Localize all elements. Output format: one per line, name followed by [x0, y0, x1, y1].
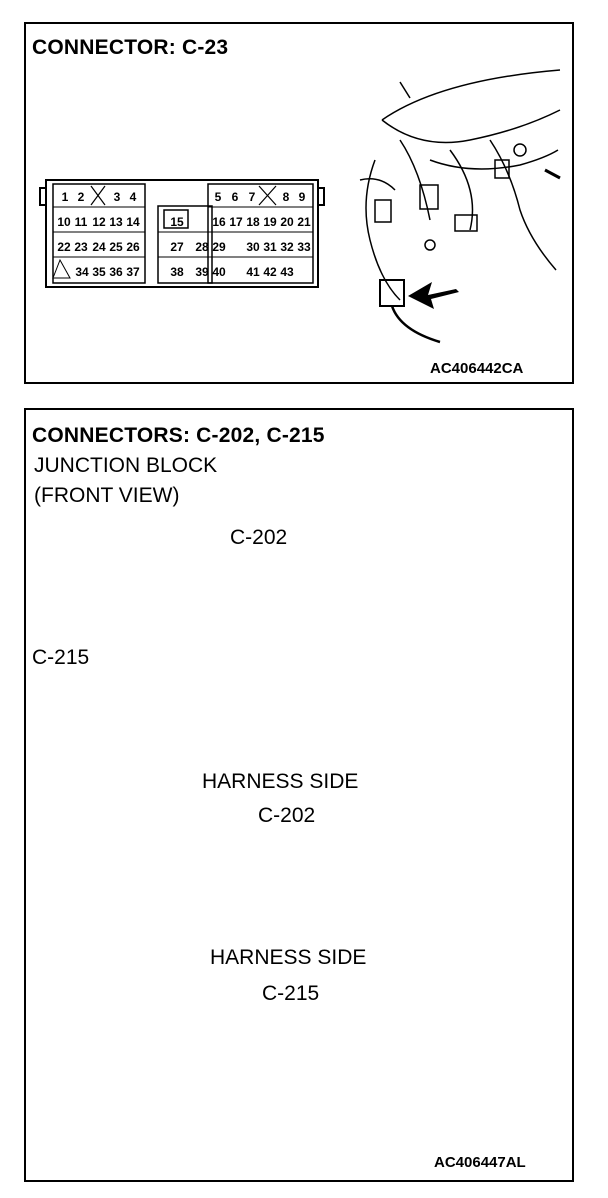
c23-pin-label: 36: [109, 265, 123, 279]
c23-pin-label: 11: [75, 215, 88, 229]
c23-pin-label: 15: [170, 215, 184, 229]
c23-pin-label: 28: [195, 240, 209, 254]
c23-pin-label: 25: [109, 240, 123, 254]
figure-code: AC406447AL: [434, 1154, 526, 1171]
junction-block-label: JUNCTION BLOCK: [34, 454, 218, 477]
c23-pin-label: 21: [297, 215, 311, 229]
c23-connector: [39, 179, 325, 288]
c23-pin-label: 43: [280, 265, 294, 279]
c23-pin-label: 41: [246, 265, 260, 279]
c23-pin-label: 3: [114, 190, 121, 204]
c23-pin-label: 33: [297, 240, 311, 254]
c23-pin-label: 22: [57, 240, 71, 254]
c23-pin-label: 14: [126, 215, 140, 229]
c23-pin-label: 5: [215, 190, 222, 204]
c23-pin-label: 37: [126, 265, 140, 279]
c23-pin-label: 16: [212, 215, 226, 229]
c23-pin-label: 42: [263, 265, 277, 279]
c23-pin-label: 38: [170, 265, 184, 279]
c23-pin-label: 39: [195, 265, 209, 279]
c202-harness-side-heading: HARNESS SIDE: [202, 770, 359, 793]
c23-pin-label: 31: [263, 240, 277, 254]
c215-connector-name: C-215: [262, 982, 320, 1005]
c23-pin-label: 8: [283, 190, 290, 204]
panel-title: CONNECTORS: C-202, C-215: [32, 424, 325, 447]
c23-pin-label: 24: [92, 240, 106, 254]
c23-pin-label: 19: [263, 215, 277, 229]
c23-pin-label: 23: [74, 240, 88, 254]
c23-pin-label: 30: [246, 240, 260, 254]
c202-connector-name: C-202: [258, 804, 316, 827]
c23-pin-label: 26: [126, 240, 140, 254]
c23-pin-label: 35: [92, 265, 106, 279]
callout-c215: C-215: [32, 646, 90, 669]
front-view-label: (FRONT VIEW): [34, 484, 180, 507]
c23-pin-label: 40: [212, 265, 226, 279]
c215-harness-side-heading: HARNESS SIDE: [210, 946, 367, 969]
c23-pin-label: 12: [92, 215, 106, 229]
c23-pin-label: 4: [130, 190, 137, 204]
callout-c202: C-202: [230, 526, 288, 549]
c23-pin-label: 9: [299, 190, 306, 204]
c23-pin-label: 27: [170, 240, 184, 254]
c23-pin-label: 34: [75, 265, 89, 279]
c23-pin-label: 1: [62, 190, 69, 204]
panel-title: CONNECTOR: C-23: [32, 36, 229, 59]
c23-pin-label: 32: [280, 240, 294, 254]
c23-pin-label: 18: [246, 215, 260, 229]
c23-pin-label: 2: [78, 190, 85, 204]
figure-code: AC406442CA: [430, 360, 524, 377]
c23-pin-label: 20: [280, 215, 294, 229]
c23-pin-label: 13: [109, 215, 123, 229]
connectors-c202-c215-panel: CONNECTORS: C-202, C-215 JUNCTION BLOCK …: [24, 408, 574, 1182]
c23-pin-label: 7: [249, 190, 256, 204]
c23-pin-label: 10: [57, 215, 71, 229]
vehicle-location-sketch-c23: [359, 69, 561, 344]
c23-pin-label: 29: [212, 240, 226, 254]
c23-pin-label: 17: [229, 215, 243, 229]
c23-pin-label: 6: [232, 190, 239, 204]
